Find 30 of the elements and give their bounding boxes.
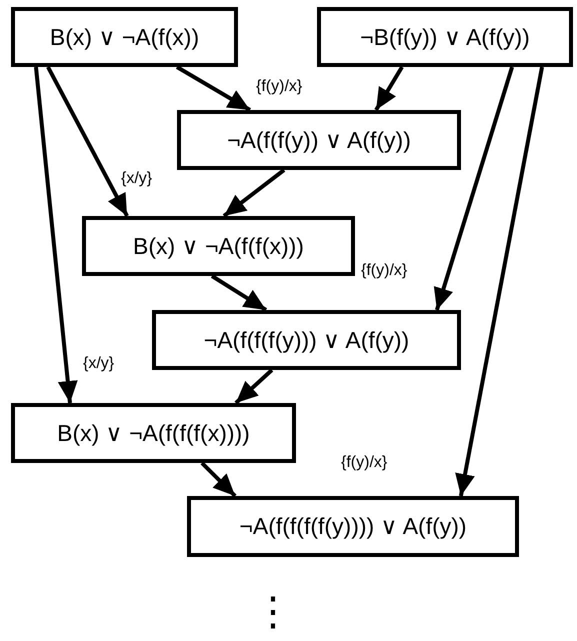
- clause-text: ¬A(f(f(f(y))) ∨ A(f(y)): [204, 326, 410, 354]
- clause-text: ¬A(f(f(y)) ∨ A(f(y)): [227, 126, 411, 154]
- arrow: [34, 66, 78, 404]
- ellipsis-label: ⋮: [253, 592, 293, 632]
- arrow: [374, 66, 404, 112]
- arrow: [200, 462, 237, 498]
- edge-label: {f(y)/x}: [340, 454, 388, 472]
- edge-label: {x/y}: [120, 170, 154, 188]
- arrow: [455, 66, 544, 496]
- clause-box: [82, 216, 355, 276]
- clause-text: ¬B(f(y)) ∨ A(f(y)): [360, 24, 530, 50]
- arrow: [222, 168, 286, 218]
- clause-box: [187, 496, 519, 557]
- clause-box: [152, 310, 461, 370]
- arrow: [210, 274, 268, 312]
- arrow: [46, 66, 129, 217]
- edge-label: {f(y)/x}: [360, 262, 408, 280]
- clause-text: B(x) ∨ ¬A(f(f(x))): [133, 232, 304, 260]
- arrow: [176, 65, 251, 112]
- clause-box: [11, 403, 296, 463]
- clause-box: [11, 7, 238, 67]
- clause-text: B(x) ∨ ¬A(f(f(f(x)))): [57, 420, 250, 446]
- clause-text: B(x) ∨ ¬A(f(x)): [50, 24, 200, 50]
- arrow: [234, 368, 274, 404]
- clause-box: [317, 7, 573, 67]
- arrow: [434, 66, 514, 311]
- clause-text: ¬A(f(f(f(f(y)))) ∨ A(f(y)): [239, 513, 467, 540]
- edge-label: {f(y)/x}: [255, 78, 304, 96]
- edge-label: {x/y}: [82, 355, 116, 373]
- clause-box: [177, 110, 461, 170]
